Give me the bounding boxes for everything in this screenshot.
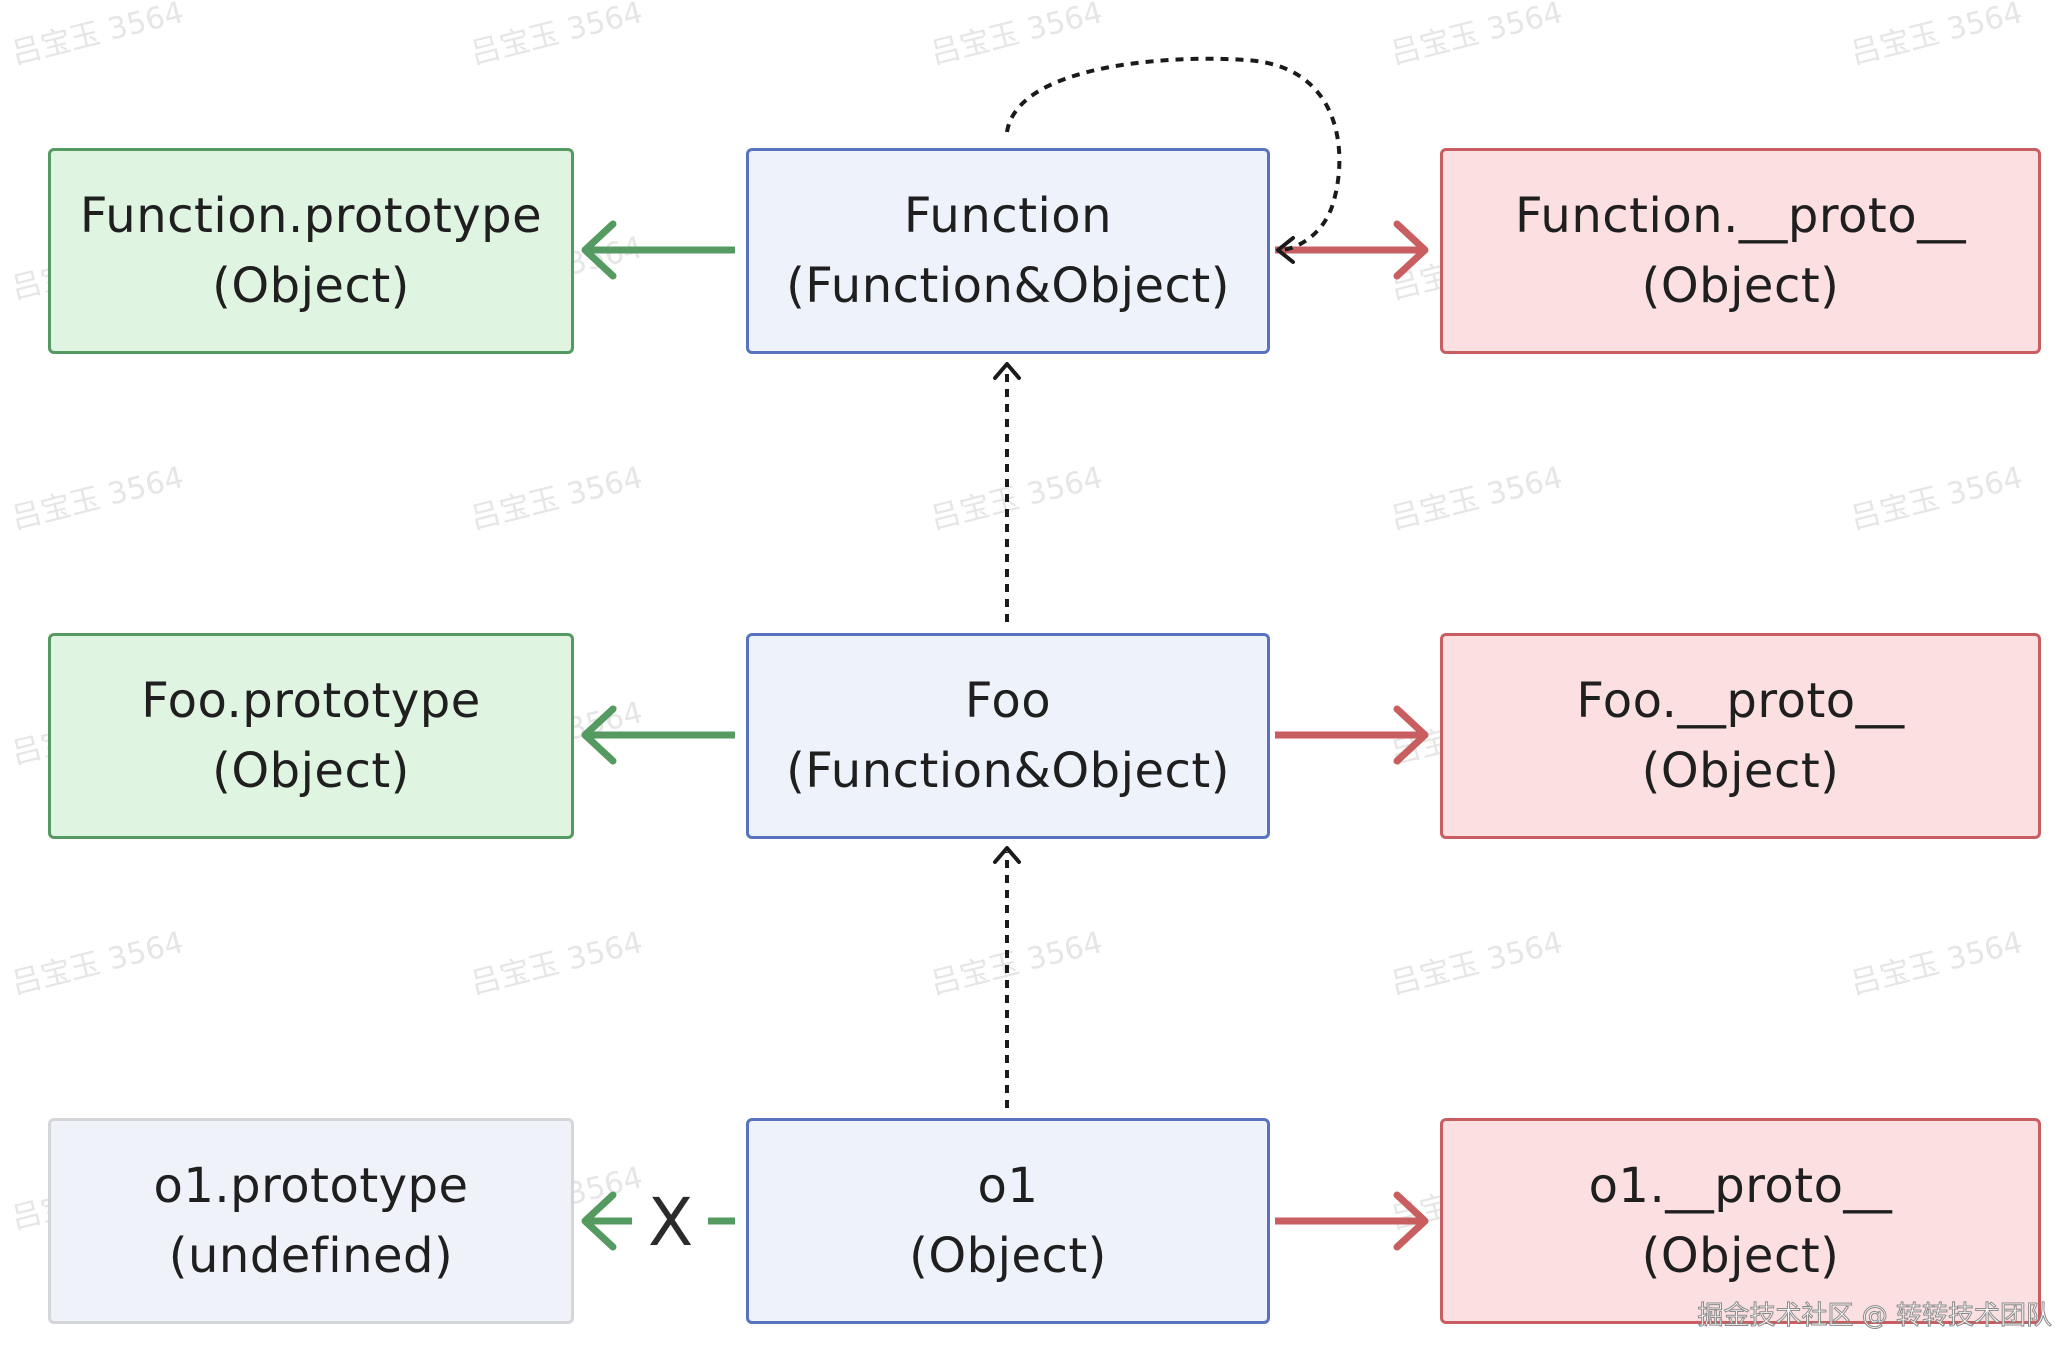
arrow-foo-to-function — [993, 362, 1021, 622]
node-type: (Object) — [909, 1228, 1107, 1284]
arrow-foo-to-proto — [1275, 705, 1429, 765]
node-title: Foo — [964, 673, 1052, 729]
node-o1-proto: o1.__proto__ (Object) — [1440, 1118, 2041, 1324]
arrow-function-self-loop — [1005, 56, 1342, 264]
node-title: Foo.prototype — [141, 673, 481, 729]
node-type: (Function&Object) — [786, 743, 1230, 799]
arrow-o1-to-prototype-broken — [581, 1191, 735, 1251]
node-type: (Object) — [1641, 258, 1840, 314]
node-title: o1.__proto__ — [1588, 1158, 1893, 1214]
source-credit: 掘金技术社区 @ 转转技术团队 — [1697, 1301, 2053, 1332]
node-type: (Object) — [212, 258, 410, 314]
arrow-o1-to-proto — [1275, 1191, 1429, 1251]
node-foo: Foo (Function&Object) — [746, 633, 1270, 839]
node-type: (Object) — [1641, 743, 1840, 799]
node-type: (undefined) — [168, 1228, 454, 1284]
node-function-proto: Function.__proto__ (Object) — [1440, 148, 2041, 354]
node-title: o1.prototype — [153, 1158, 469, 1214]
arrow-function-to-prototype — [581, 220, 735, 280]
node-foo-proto: Foo.__proto__ (Object) — [1440, 633, 2041, 839]
node-type: (Function&Object) — [786, 258, 1230, 314]
node-function: Function (Function&Object) — [746, 148, 1270, 354]
node-title: Function — [903, 188, 1113, 244]
node-foo-prototype: Foo.prototype (Object) — [48, 633, 574, 839]
arrow-function-to-proto — [1275, 220, 1429, 280]
node-title: Function.prototype — [79, 188, 543, 244]
node-title: Function.__proto__ — [1514, 188, 1967, 244]
node-function-prototype: Function.prototype (Object) — [48, 148, 574, 354]
node-title: Foo.__proto__ — [1576, 673, 1905, 729]
node-type: (Object) — [1641, 1228, 1840, 1284]
node-o1: o1 (Object) — [746, 1118, 1270, 1324]
x-mark: X — [648, 1184, 694, 1261]
arrow-foo-to-prototype — [581, 705, 735, 765]
node-type: (Object) — [212, 743, 410, 799]
arrow-o1-to-foo — [993, 846, 1021, 1108]
node-title: o1 — [977, 1158, 1039, 1214]
node-o1-prototype: o1.prototype (undefined) — [48, 1118, 574, 1324]
